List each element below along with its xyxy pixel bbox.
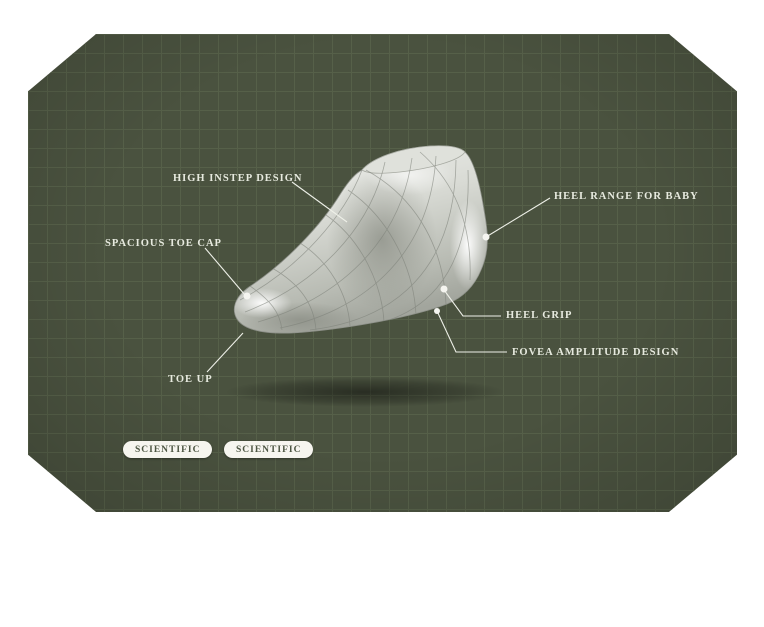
callout-label-spacious-toe: SPACIOUS TOE CAP — [105, 238, 222, 249]
callout-label-toe-up: TOE UP — [168, 374, 213, 385]
callout-label-heel-range: HEEL RANGE FOR BABY — [554, 191, 699, 202]
callout-label-high-instep: HIGH INSTEP DESIGN — [173, 173, 303, 184]
badge-scientific-2: SCIENTIFIC — [224, 441, 314, 458]
callout-label-heel-grip: HEEL GRIP — [506, 310, 573, 321]
callout-label-fovea: FOVEA AMPLITUDE DESIGN — [512, 347, 680, 358]
badge-scientific-1: SCIENTIFIC — [123, 441, 213, 458]
